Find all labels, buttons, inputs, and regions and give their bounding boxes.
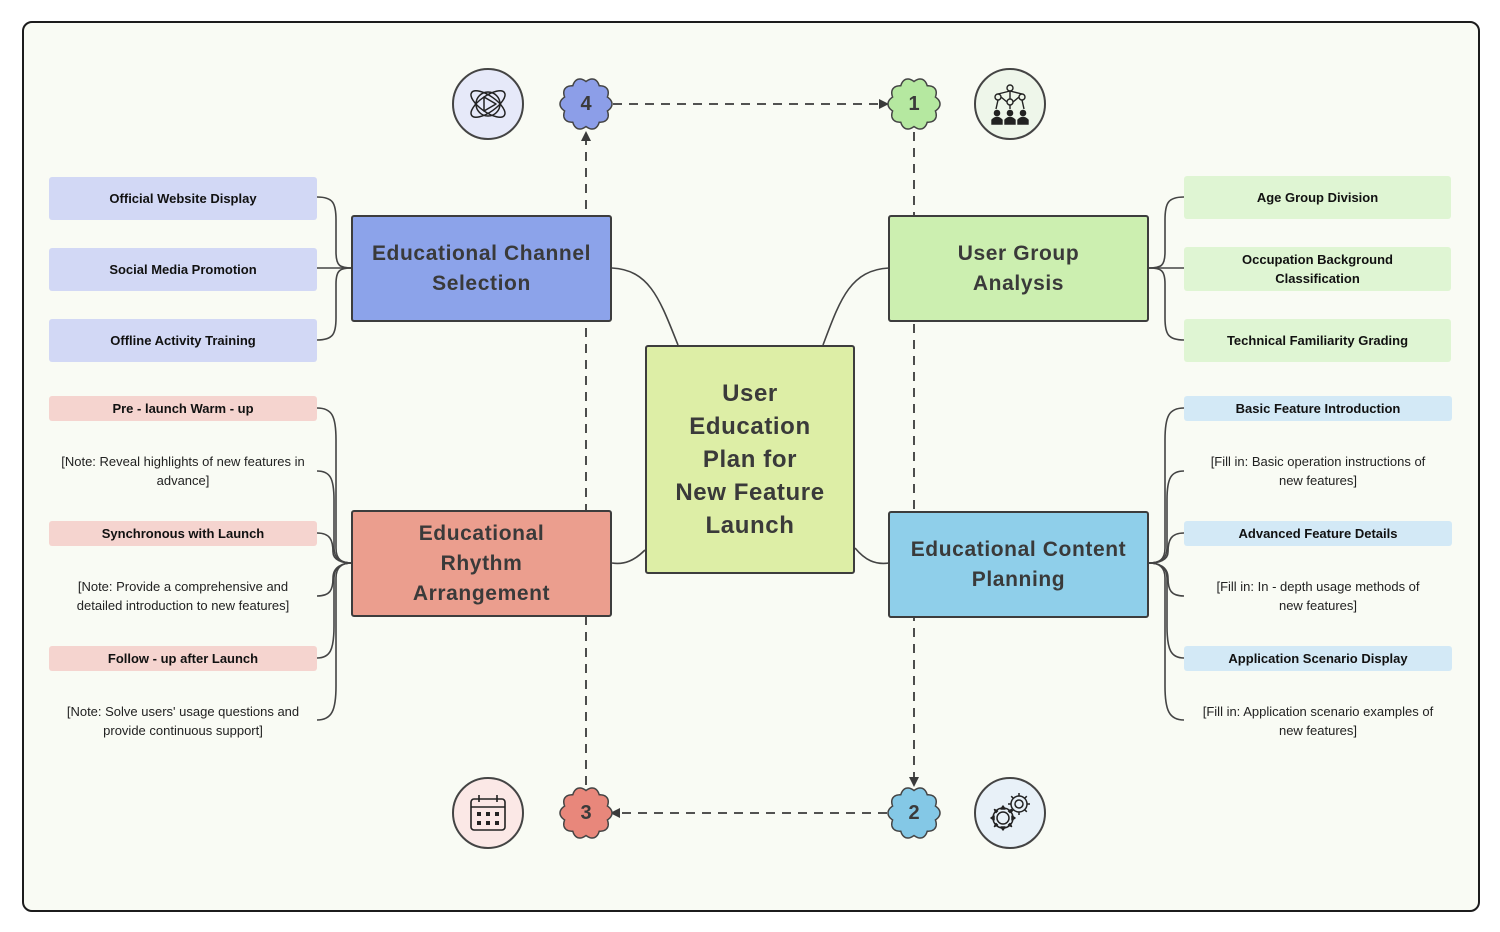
step-number: 2	[908, 801, 920, 824]
leaf-technical-familiarity[interactable]: Technical Familiarity Grading	[1184, 319, 1451, 362]
leaf-advanced-feature[interactable]: Advanced Feature Details	[1184, 521, 1452, 546]
center-topic[interactable]: User Education Plan for New Feature Laun…	[645, 345, 855, 574]
center-topic-title: User Education Plan for New Feature Laun…	[675, 380, 825, 539]
step-badge-1[interactable]: 1	[886, 76, 942, 132]
node-user-group-analysis[interactable]: User Group Analysis	[888, 215, 1149, 322]
step-number: 4	[580, 92, 592, 115]
leaf-label: Technical Familiarity Grading	[1226, 333, 1409, 348]
step-badge-2[interactable]: 2	[886, 785, 942, 841]
note-text: [Note: Reveal highlights of new features…	[61, 454, 305, 488]
step-badge-3[interactable]: 3	[558, 785, 614, 841]
leaf-label: Follow - up after Launch	[107, 651, 259, 666]
note-text: [Fill in: Basic operation instructions o…	[1210, 454, 1426, 488]
leaf-follow-up[interactable]: Follow - up after Launch	[49, 646, 317, 671]
leaf-label: Synchronous with Launch	[101, 526, 265, 541]
note-text: [Note: Solve users' usage questions and …	[66, 704, 300, 738]
leaf-label: Official Website Display	[109, 191, 257, 206]
video-play-icon	[452, 68, 524, 140]
note-text: [Fill in: In - depth usage methods of ne…	[1216, 579, 1420, 613]
leaf-synchronous-launch[interactable]: Synchronous with Launch	[49, 521, 317, 546]
leaf-official-website[interactable]: Official Website Display	[49, 177, 317, 220]
leaf-label: Advanced Feature Details	[1238, 526, 1398, 541]
leaf-age-group[interactable]: Age Group Division	[1184, 176, 1451, 219]
note-advanced-feature: [Fill in: In - depth usage methods of ne…	[1184, 575, 1452, 617]
leaf-offline-activity[interactable]: Offline Activity Training	[49, 319, 317, 362]
leaf-occupation[interactable]: Occupation Background Classification	[1184, 247, 1451, 291]
leaf-label: Social Media Promotion	[109, 262, 257, 277]
node-channel-selection-title: Educational Channel Selection	[371, 241, 592, 295]
calendar-icon	[452, 777, 524, 849]
leaf-pre-launch[interactable]: Pre - launch Warm - up	[49, 396, 317, 421]
leaf-label: Age Group Division	[1256, 190, 1379, 205]
leaf-social-media[interactable]: Social Media Promotion	[49, 248, 317, 291]
leaf-label: Pre - launch Warm - up	[112, 401, 254, 416]
note-synchronous-launch: [Note: Provide a comprehensive and detai…	[49, 575, 317, 617]
leaf-application-scenario[interactable]: Application Scenario Display	[1184, 646, 1452, 671]
leaf-basic-feature[interactable]: Basic Feature Introduction	[1184, 396, 1452, 421]
step-number: 3	[580, 801, 592, 824]
note-pre-launch: [Note: Reveal highlights of new features…	[49, 450, 317, 492]
note-application-scenario: [Fill in: Application scenario examples …	[1184, 700, 1452, 742]
leaf-label: Occupation Background Classification	[1242, 252, 1393, 286]
gears-icon	[974, 777, 1046, 849]
note-basic-feature: [Fill in: Basic operation instructions o…	[1184, 450, 1452, 492]
node-user-group-analysis-title: User Group Analysis	[957, 241, 1080, 295]
node-content-planning[interactable]: Educational Content Planning	[888, 511, 1149, 618]
note-text: [Fill in: Application scenario examples …	[1202, 704, 1434, 738]
step-badge-4[interactable]: 4	[558, 76, 614, 132]
node-rhythm-arrangement-title: Educational Rhythm Arrangement	[412, 521, 551, 605]
leaf-label: Application Scenario Display	[1228, 651, 1408, 666]
note-follow-up: [Note: Solve users' usage questions and …	[49, 700, 317, 742]
node-channel-selection[interactable]: Educational Channel Selection	[351, 215, 612, 322]
step-number: 1	[908, 92, 920, 115]
node-content-planning-title: Educational Content Planning	[910, 537, 1127, 591]
leaf-label: Offline Activity Training	[110, 333, 256, 348]
network-people-icon	[974, 68, 1046, 140]
leaf-label: Basic Feature Introduction	[1235, 401, 1401, 416]
note-text: [Note: Provide a comprehensive and detai…	[76, 579, 290, 613]
node-rhythm-arrangement[interactable]: Educational Rhythm Arrangement	[351, 510, 612, 617]
